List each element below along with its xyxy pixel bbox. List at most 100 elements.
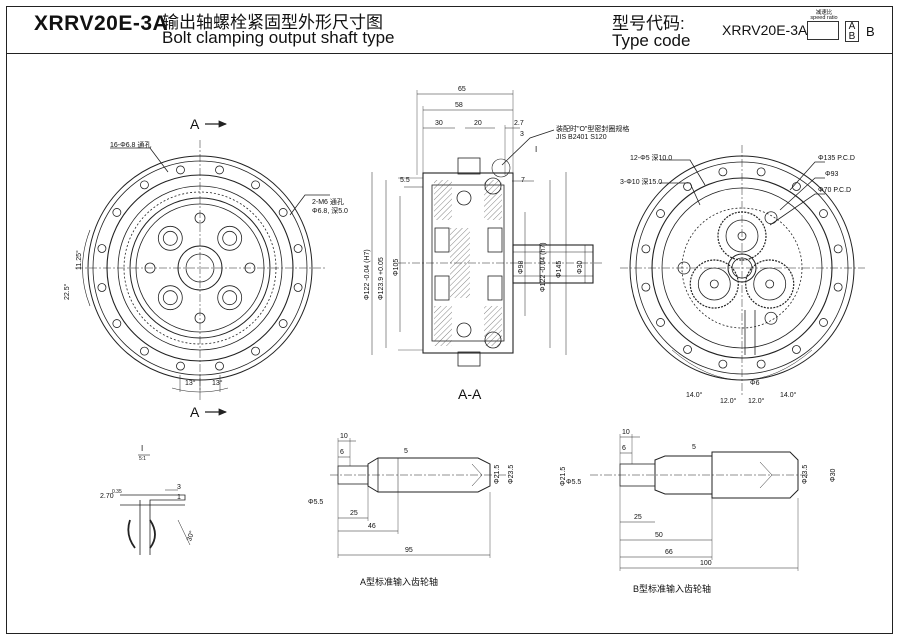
detail-i-title: I: [141, 444, 144, 453]
phi-145: Φ145: [556, 260, 563, 278]
shaft-a-dim-6: 6: [340, 449, 344, 456]
crank-pin: [217, 285, 243, 311]
section-mark-a-bottom: A: [190, 404, 200, 420]
dim-65: 65: [458, 86, 466, 93]
m6-label-2: Φ6.8, 深5.0: [312, 208, 348, 215]
detail-dim-0-35: 0.35: [112, 489, 122, 495]
pcd-135-label: Φ135 P.C.D: [818, 155, 855, 162]
pin-hole: [764, 311, 778, 325]
planet-gear-bore: [737, 231, 747, 241]
shaft-b-dim-50: 50: [655, 532, 663, 539]
section-aa-label: A-A: [458, 386, 482, 402]
right-rear-view: [620, 145, 865, 395]
detail-i-view: [120, 454, 191, 555]
crank-pin-inner: [162, 290, 178, 306]
left-inner-features: [144, 212, 256, 324]
right-planet-gears: [677, 211, 795, 325]
angle-12-right: 12.0°: [748, 398, 765, 405]
ab-suffix: B: [866, 24, 875, 39]
dim-7: 7: [521, 177, 525, 184]
planet-gear: [745, 259, 795, 309]
angle-13-right: 13°: [212, 380, 223, 387]
m6-label-1: 2-M6 通孔: [312, 199, 344, 206]
shaft-a-phi-21-5: Φ21.5: [494, 464, 501, 484]
bolt-hole: [140, 180, 149, 190]
title-chinese: 输出轴螺栓紧固型外形尺寸图: [162, 13, 383, 32]
pin-hole: [677, 261, 691, 275]
bolt-hole: [215, 361, 224, 371]
angle-14-left: 14.0°: [686, 392, 703, 399]
pcd-70-label: Φ70 P.C.D: [818, 187, 852, 194]
bolt-hole: [112, 319, 122, 328]
bolt-hole: [641, 244, 651, 254]
bolt-hole: [293, 283, 303, 292]
bolt-hole: [251, 346, 260, 356]
shaft-a-caption: A型标准输入齿轮轴: [360, 577, 439, 587]
drawing-frame: [6, 6, 893, 634]
bolt-hole: [756, 359, 766, 369]
bolt-hole: [112, 208, 122, 217]
angle-13-left: 13°: [185, 380, 196, 387]
title-block: [6, 6, 893, 54]
bolt-hole: [97, 244, 107, 253]
dim-2-7: 2.7: [514, 120, 524, 127]
speed-ratio-label: 减速比 speed ratio: [810, 10, 838, 21]
bolt-hole: [641, 282, 651, 292]
angle-11-25: 11.25°: [76, 250, 83, 270]
phi-122-right: Φ122 -0.04 (h7): [540, 242, 547, 292]
bolt-hole: [293, 244, 303, 253]
phi-123-9: Φ123.9 +0.05: [378, 257, 385, 300]
shaft-b-dim-25: 25: [634, 514, 642, 521]
planet-gear: [689, 259, 739, 309]
angle-12-left: 12.0°: [720, 398, 737, 405]
ab-top: A: [848, 21, 856, 32]
planet-gear-hub: [725, 219, 759, 253]
shaft-b-view: [590, 434, 810, 571]
bolt-hole: [792, 345, 801, 354]
shaft-b-dim-10: 10: [622, 429, 630, 436]
detail-dim-2-70: 2.70: [100, 493, 114, 500]
shaft-a-dim-46: 46: [368, 523, 376, 530]
pin-hole: [244, 262, 256, 274]
shaft-a-phi-23-5: Φ23.5: [508, 464, 515, 484]
shaft-a-dim-10: 10: [340, 433, 348, 440]
shaft-a-dim-25: 25: [350, 510, 358, 517]
detail-dim-1: 1: [177, 494, 181, 501]
type-code-label-cn: 型号代码:: [612, 14, 685, 33]
phi-30: Φ30: [577, 260, 584, 274]
model-number: XRRV20E-3A: [34, 12, 169, 35]
section-mark-a-top: A: [190, 116, 200, 132]
holes-12-label: 12-Φ5 深10.0: [630, 155, 673, 162]
ab-bottom: B: [848, 31, 856, 42]
bolt-hole: [176, 361, 185, 371]
phi-6-label: Φ6: [750, 380, 760, 387]
oring-note-2: JIS B2401 S120: [556, 134, 607, 141]
bolt-hole: [819, 318, 828, 327]
planet-gear-bore: [709, 279, 719, 289]
bolt-hole: [756, 167, 766, 177]
shaft-b-phi-23-5: Φ23.5: [802, 464, 809, 484]
shaft-b-phi-30: Φ30: [830, 468, 837, 482]
dim-3: 3: [520, 131, 524, 138]
shaft-b-dim-100: 100: [700, 560, 712, 567]
pin-hole: [194, 312, 206, 324]
shaft-a-dim-95: 95: [405, 547, 413, 554]
bolt-hole: [683, 345, 692, 354]
bolt-hole: [833, 282, 843, 292]
shaft-a-phi-5-5: Φ5.5: [308, 499, 324, 506]
shaft-b-size-5: 5: [692, 444, 696, 451]
angle-14-right: 14.0°: [780, 392, 797, 399]
phi-105: Φ105: [393, 258, 400, 276]
bolt-hole: [718, 167, 728, 177]
bolt-hole: [718, 359, 728, 369]
detail-i-marker: I: [535, 145, 538, 154]
bolt-hole: [656, 209, 665, 218]
dim-58: 58: [455, 102, 463, 109]
pin-hole: [764, 211, 778, 225]
shaft-a-size-5: 5: [404, 448, 408, 455]
oring-note-1: 装配时"O"型密封圈规格: [556, 126, 630, 133]
holes-label: 16-Φ6.8 通孔: [110, 142, 152, 149]
dim-5-5: 5.5: [400, 177, 410, 184]
left-front-view: [75, 120, 330, 416]
